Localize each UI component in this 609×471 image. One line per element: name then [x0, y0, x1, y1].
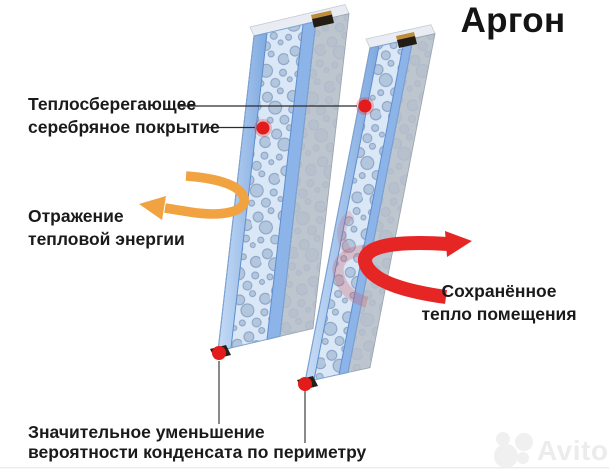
coating-marker-right-pane — [358, 99, 372, 113]
label-silver-coating-line2: серебряное покрытие — [28, 117, 220, 137]
label-retained-heat-line1: Сохранённое — [441, 281, 557, 301]
condensation-leader-lines — [218, 361, 306, 443]
unit-left-outline — [217, 20, 317, 352]
label-retained-heat: Сохранённое тепло помещения — [420, 280, 578, 326]
reflection-arrow-shaft — [164, 171, 249, 219]
coating-leader-lines — [179, 105, 357, 129]
label-heat-reflection: Отражение тепловой энергии — [28, 205, 185, 251]
reflection-arrow-head — [139, 196, 166, 220]
retained-heat-arrow — [358, 231, 472, 304]
unit-right-argon-bubbles — [314, 40, 404, 380]
reflection-arrow — [139, 171, 249, 220]
glass-unit-right — [297, 24, 436, 390]
glass-unit-left — [210, 4, 350, 359]
label-heat-reflection-line2: тепловой энергии — [28, 229, 185, 249]
retained-heat-arrow-head — [445, 231, 472, 257]
label-condensation-reduction-line2: вероятности конденсата по периметру — [28, 441, 367, 462]
unit-left-argon-bubbles — [231, 24, 303, 348]
label-silver-coating-line1: Теплосберегающее — [28, 94, 197, 114]
label-retained-heat-line2: тепло помещения — [421, 304, 577, 324]
label-silver-coating: Теплосберегающее серебряное покрытие — [28, 93, 220, 139]
diagram-title: Аргон — [460, 1, 566, 40]
perimeter-marker-left — [212, 346, 226, 360]
retained-heat-arrow-through-glass — [332, 210, 369, 308]
unit-right-spacer-gold — [396, 32, 415, 40]
unit-left-side-texture — [279, 13, 349, 337]
unit-left-spacer-gold — [311, 10, 332, 19]
label-heat-reflection-line1: Отражение — [28, 206, 124, 226]
bottom-hairline — [0, 467, 609, 469]
unit-right-side-texture — [348, 33, 435, 373]
silver-coating-markers — [212, 97, 374, 391]
avito-logo-icon — [494, 432, 533, 468]
retained-heat-arrow-shaft — [358, 235, 449, 304]
unit-right-spacer-cap — [397, 36, 417, 48]
coating-marker-left-pane — [256, 121, 270, 135]
avito-watermark-text: Avito — [537, 435, 609, 466]
perimeter-marker-right — [298, 377, 312, 391]
label-condensation-reduction: Значительное уменьшение вероятности конд… — [28, 422, 367, 462]
label-condensation-reduction-line1: Значительное уменьшение — [28, 422, 265, 442]
unit-left-spacer-cap — [312, 14, 334, 28]
